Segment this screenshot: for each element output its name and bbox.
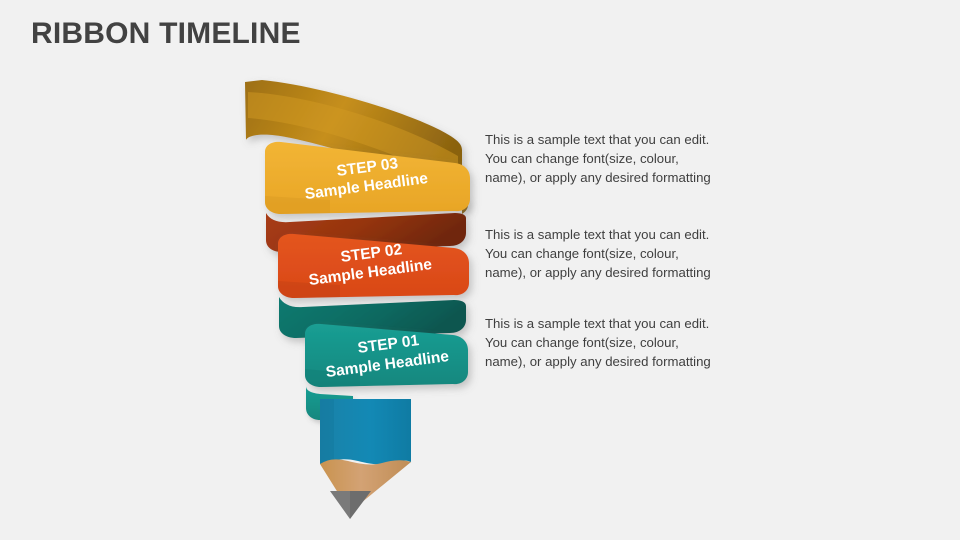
pencil-graphic [306, 386, 411, 519]
ribbon-band-step-02 [278, 233, 469, 298]
description-line: This is a sample text that you can edit. [485, 316, 710, 331]
ribbon-band-step-03 [265, 141, 470, 214]
description-line: name), or apply any desired formatting [485, 354, 711, 370]
description-line: You can change font(size, colour, [485, 246, 679, 262]
ribbon-band-shade-step-01 [305, 369, 360, 387]
ribbon-segment-step-02[interactable]: STEP 02 Sample Headline [266, 213, 469, 298]
description-line: name), or apply any desired formatting [485, 170, 711, 186]
description-line: name), or apply any desired formatting [485, 265, 711, 281]
pencil-wood-cone [320, 459, 411, 512]
description-line: This is a sample text that you can edit. [485, 132, 710, 147]
ribbon-band-shade-step-03 [265, 196, 330, 214]
ribbon-fold-highlight-step-03 [248, 92, 458, 186]
ribbon-segment-step-03[interactable]: STEP 03 Sample Headline [245, 80, 470, 214]
description-step-03: This is a sample text that you can edit.… [485, 130, 753, 188]
ribbon-segment-step-01[interactable]: STEP 01 Sample Headline [279, 297, 468, 387]
description-line: You can change font(size, colour, [485, 335, 679, 351]
description-line: This is a sample text that you can edit. [485, 227, 710, 242]
description-step-02: This is a sample text that you can edit.… [485, 225, 753, 283]
pencil-graphite-shade [350, 491, 371, 519]
pencil-ferrule-shade [320, 399, 334, 464]
ribbon-band-shade-step-02 [278, 281, 340, 298]
page-title: RIBBON TIMELINE [31, 17, 301, 50]
pencil-ferrule [320, 399, 411, 465]
description-step-01: This is a sample text that you can edit.… [485, 314, 753, 372]
ribbon-band-step-01 [305, 323, 468, 387]
description-line: You can change font(size, colour, [485, 151, 679, 167]
